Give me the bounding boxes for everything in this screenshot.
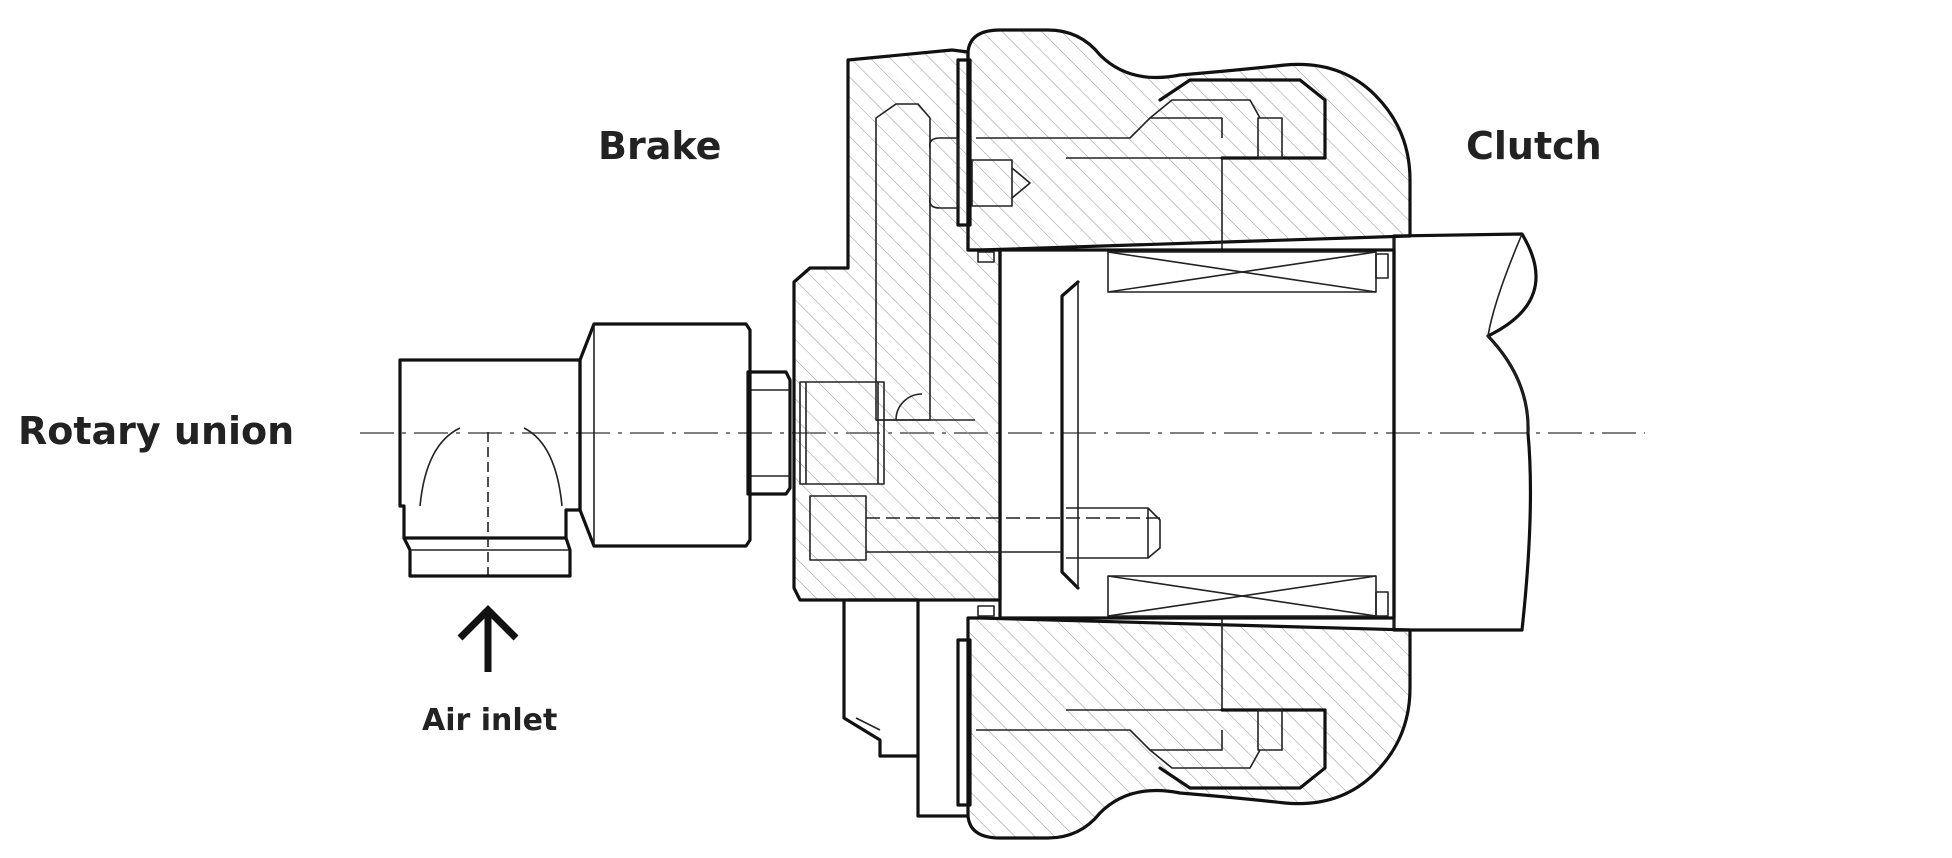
- retaining-ring: [928, 58, 1031, 807]
- rotary-union: [398, 322, 752, 578]
- brake-lower-plate: [842, 598, 970, 818]
- brake-label: Brake: [598, 124, 722, 168]
- inner-hub: [998, 248, 1396, 620]
- rotary-union-label: Rotary union: [18, 409, 295, 453]
- clutch-body-lower: [966, 616, 1412, 840]
- threaded-connector: [746, 370, 885, 496]
- shaft: [1392, 232, 1538, 632]
- hub-bolt: [1066, 507, 1161, 559]
- clutch-body-upper: [966, 28, 1412, 252]
- air-inlet-label: Air inlet: [422, 703, 558, 738]
- clutch-label: Clutch: [1466, 124, 1602, 168]
- housing-bolt: [809, 495, 1160, 561]
